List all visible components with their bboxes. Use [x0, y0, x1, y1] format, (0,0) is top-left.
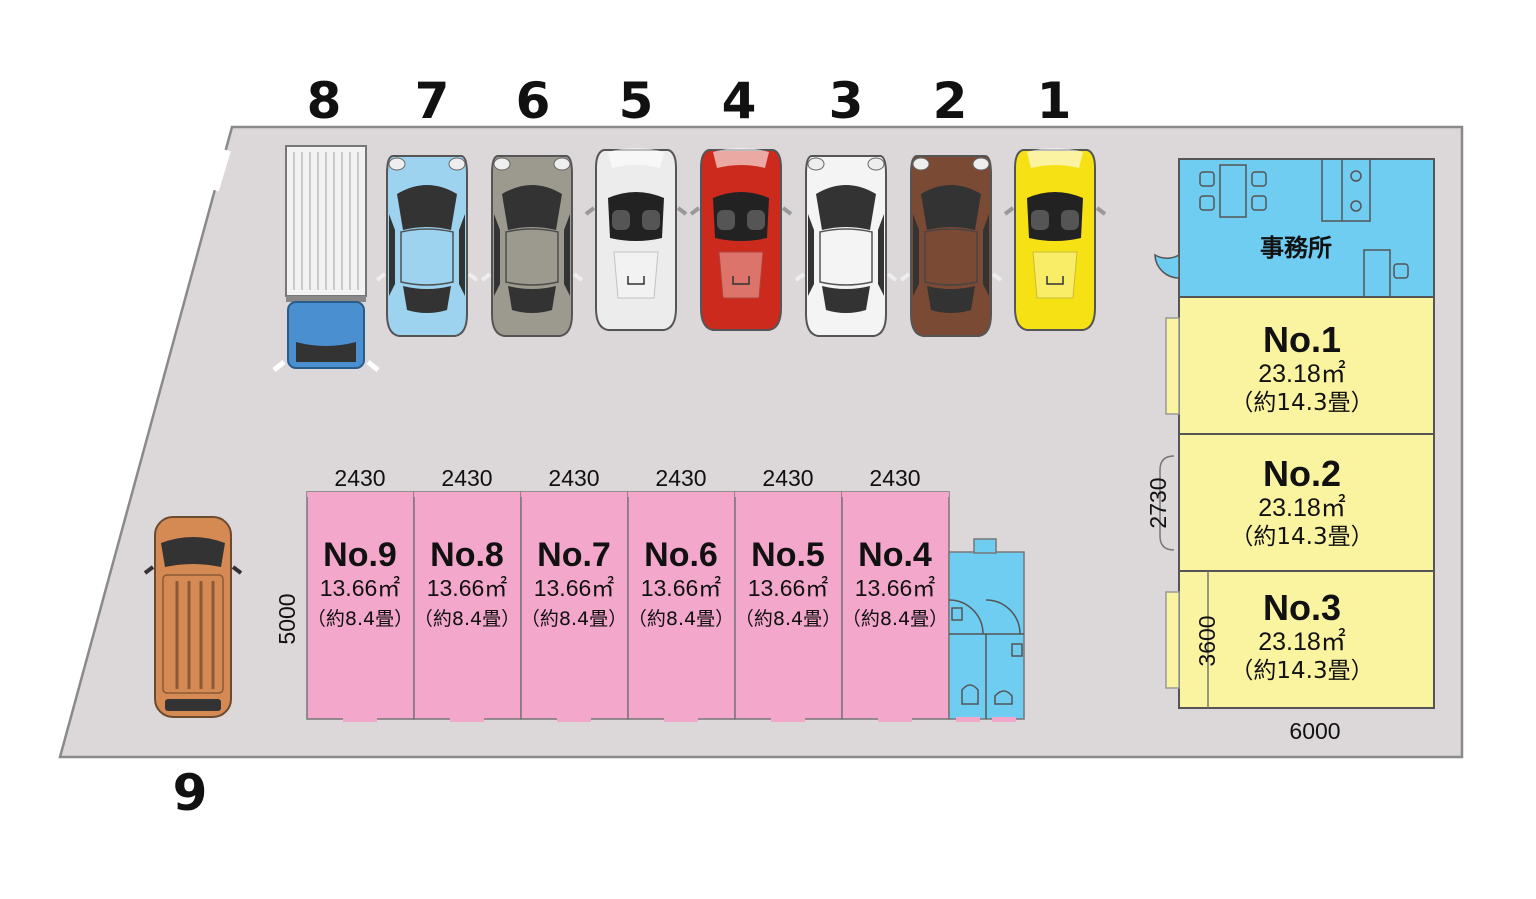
dimension-label: 2430: [762, 465, 813, 491]
toilet-room: [948, 538, 1025, 722]
lot-entrance-gap: [209, 148, 231, 192]
parking-spot-number: 9: [173, 764, 208, 822]
parking-spot-number: 5: [619, 72, 654, 130]
unit-tatami: （約14.3畳）: [1230, 658, 1373, 684]
office-label: 事務所: [1260, 234, 1332, 262]
unit-tatami: （約8.4畳）: [521, 608, 627, 630]
unit-number: No.4: [858, 536, 932, 574]
parking-spot-number: 6: [516, 72, 551, 130]
parking-spot-number: 7: [415, 72, 450, 130]
roadster-car-icon: [1003, 146, 1107, 332]
storage-unit: 2430 No.7 13.66㎡ （約8.4畳）: [520, 465, 629, 722]
unit-area: 13.66㎡: [855, 575, 936, 601]
unit-area: 23.18㎡: [1258, 628, 1346, 656]
small-storage-units: 2430 No.9 13.66㎡ （約8.4畳） 2430 No.8 13.66…: [274, 465, 950, 722]
office-room: 事務所: [1154, 158, 1435, 298]
dimension-label: 6000: [1289, 718, 1340, 744]
beetle-car-icon: [794, 154, 898, 338]
parking-spot-numbers: 1 2 3 4 5 6 7 8 9: [173, 72, 1072, 822]
suv-car-icon: [143, 515, 243, 719]
unit-tatami: （約8.4畳）: [842, 608, 948, 630]
unit-tatami: （約14.3畳）: [1230, 524, 1373, 550]
storage-unit: No.2 23.18㎡ （約14.3畳）: [1178, 433, 1435, 572]
roadster-car-icon: [584, 146, 688, 332]
storage-unit: 2430 No.8 13.66㎡ （約8.4畳）: [413, 465, 522, 722]
dimension-label: 2430: [655, 465, 706, 491]
storage-unit: No.3 23.18㎡ （約14.3畳）: [1165, 570, 1435, 709]
unit-area: 13.66㎡: [427, 575, 508, 601]
parking-spot-number: 3: [829, 72, 864, 130]
beetle-car-icon: [899, 154, 1003, 338]
unit-number: No.1: [1263, 319, 1341, 360]
storage-unit: 2430 No.4 13.66㎡ （約8.4畳）: [841, 465, 950, 722]
dimension-label: 2430: [441, 465, 492, 491]
dimension-label: 2430: [869, 465, 920, 491]
unit-area: 13.66㎡: [641, 575, 722, 601]
parking-spot-number: 1: [1037, 72, 1072, 130]
storage-unit: 2430 No.5 13.66㎡ （約8.4畳）: [734, 465, 843, 722]
dimension-label: 2730: [1145, 477, 1171, 528]
beetle-car-icon: [375, 154, 479, 338]
unit-area: 13.66㎡: [320, 575, 401, 601]
storage-unit: No.1 23.18㎡ （約14.3畳）: [1165, 296, 1435, 435]
unit-tatami: （約8.4畳）: [307, 608, 413, 630]
toilet-fixture-icon: [948, 599, 1024, 719]
unit-area: 23.18㎡: [1258, 360, 1346, 388]
unit-area: 23.18㎡: [1258, 494, 1346, 522]
dimension-label: 3600: [1194, 615, 1220, 666]
unit-number: No.8: [430, 536, 504, 574]
dimension-label: 5000: [274, 593, 300, 644]
unit-area: 13.66㎡: [748, 575, 829, 601]
unit-number: No.7: [537, 536, 611, 574]
unit-number: No.2: [1263, 453, 1341, 494]
unit-tatami: （約8.4畳）: [735, 608, 841, 630]
unit-number: No.9: [323, 536, 397, 574]
truck-icon: [274, 146, 378, 370]
office-door-icon: [1154, 253, 1180, 279]
dimension-label: 2430: [548, 465, 599, 491]
unit-tatami: （約8.4畳）: [414, 608, 520, 630]
unit-number: No.6: [644, 536, 718, 574]
unit-tatami: （約8.4畳）: [628, 608, 734, 630]
storage-unit: 2430 No.6 13.66㎡ （約8.4畳）: [627, 465, 736, 722]
parking-spot-number: 8: [307, 72, 342, 130]
large-storage-units: No.1 23.18㎡ （約14.3畳） No.2 23.18㎡ （約14.3畳…: [1145, 296, 1435, 744]
parking-spot-number: 4: [722, 72, 757, 130]
roadster-car-icon: [689, 146, 793, 332]
unit-area: 13.66㎡: [534, 575, 615, 601]
unit-tatami: （約14.3畳）: [1230, 390, 1373, 416]
unit-number: No.3: [1263, 587, 1341, 628]
storage-unit: 2430 No.9 13.66㎡ （約8.4畳）: [306, 465, 415, 722]
beetle-car-icon: [480, 154, 584, 338]
parking-spot-number: 2: [933, 72, 968, 130]
dimension-label: 2430: [334, 465, 385, 491]
unit-number: No.5: [751, 536, 825, 574]
